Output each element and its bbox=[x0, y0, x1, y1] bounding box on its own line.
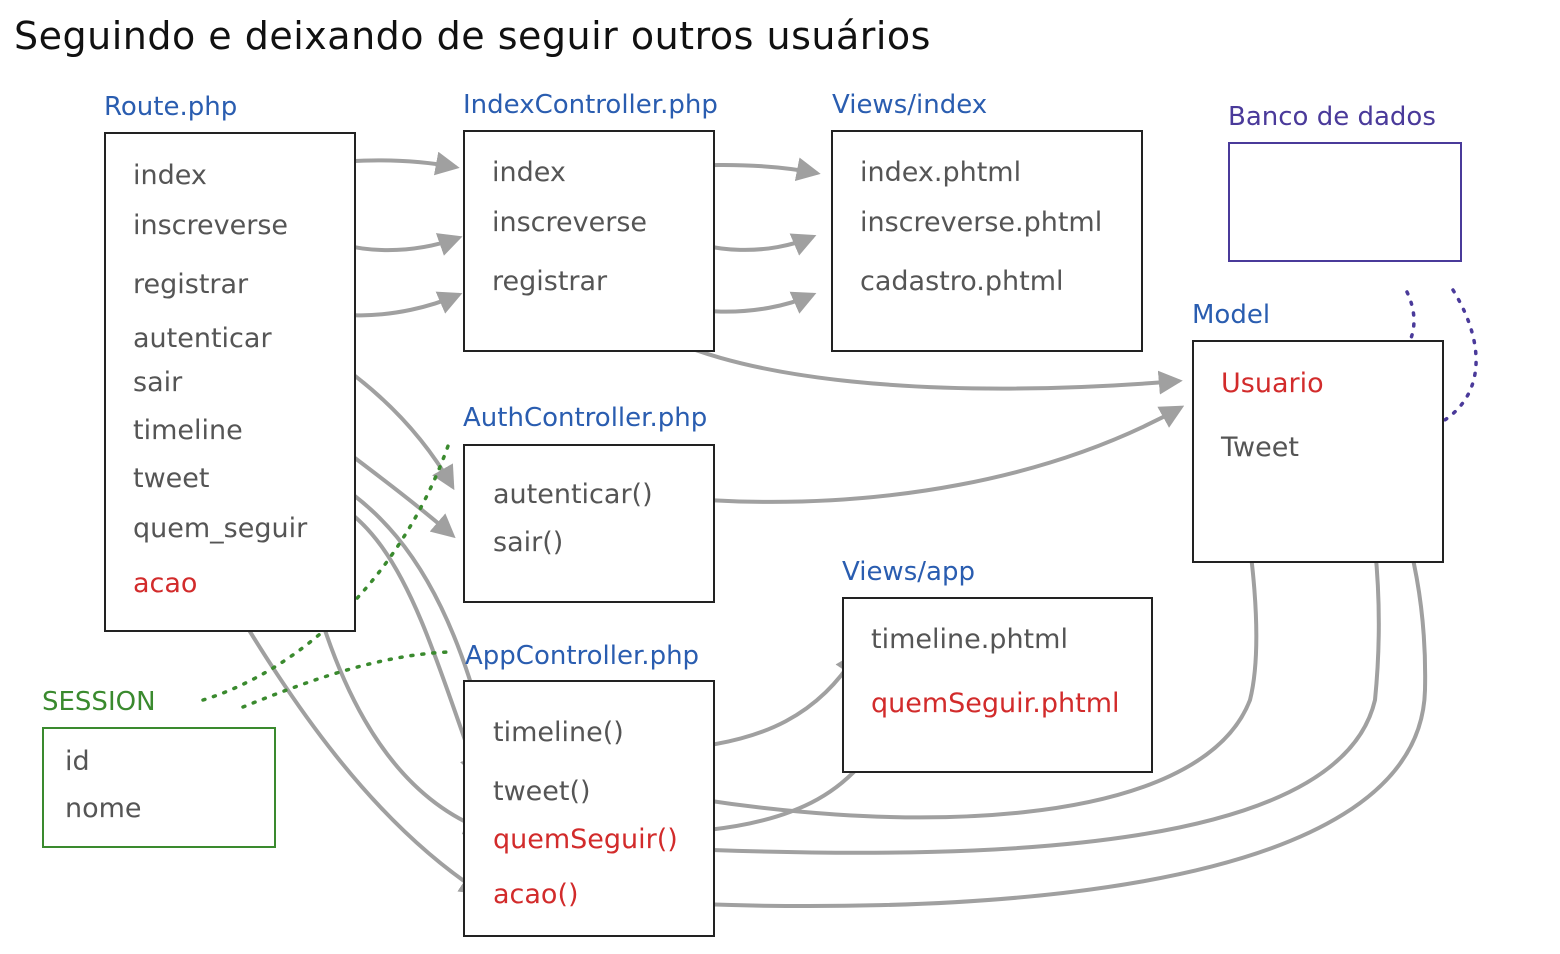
route-item-acao: acao bbox=[133, 568, 198, 599]
model-label: Model bbox=[1192, 300, 1271, 330]
route-item-registrar: registrar bbox=[133, 269, 249, 300]
app-controller-item-tweet: tweet() bbox=[493, 776, 591, 807]
route-item-inscreverse: inscreverse bbox=[133, 210, 289, 241]
views-index-item-index: index.phtml bbox=[860, 157, 1022, 188]
index-controller-box: index inscreverse registrar bbox=[463, 130, 715, 352]
arrow-auth-model bbox=[704, 405, 1185, 504]
app-controller-item-timeline: timeline() bbox=[493, 717, 624, 748]
index-controller-item-inscreverse: inscreverse bbox=[492, 207, 648, 238]
index-controller-label: IndexController.php bbox=[463, 90, 718, 120]
views-index-label: Views/index bbox=[832, 90, 988, 120]
session-box: id nome bbox=[42, 727, 276, 848]
auth-controller-item-sair: sair() bbox=[493, 527, 564, 558]
views-app-box: timeline.phtml quemSeguir.phtml bbox=[842, 597, 1153, 773]
app-controller-label: AppController.php bbox=[465, 641, 700, 671]
diagram-title: Seguindo e deixando de seguir outros usu… bbox=[14, 14, 931, 58]
route-box: index inscreverse registrar autenticar s… bbox=[104, 132, 356, 632]
views-app-label: Views/app bbox=[842, 557, 975, 587]
session-label: SESSION bbox=[42, 687, 156, 717]
views-index-item-inscreverse: inscreverse.phtml bbox=[860, 207, 1103, 238]
route-item-timeline: timeline bbox=[133, 415, 243, 446]
arrow-route-acao bbox=[224, 590, 485, 895]
database-label: Banco de dados bbox=[1228, 102, 1436, 132]
dotted-session-app bbox=[241, 650, 450, 709]
app-controller-box: timeline() tweet() quemSeguir() acao() bbox=[463, 680, 715, 937]
session-item-id: id bbox=[65, 746, 90, 777]
views-index-item-cadastro: cadastro.phtml bbox=[860, 266, 1064, 297]
views-app-item-timeline: timeline.phtml bbox=[871, 624, 1068, 655]
auth-controller-item-autenticar: autenticar() bbox=[493, 479, 653, 510]
app-controller-item-quemseguir: quemSeguir() bbox=[493, 824, 678, 855]
session-item-nome: nome bbox=[65, 793, 142, 824]
route-item-quem-seguir: quem_seguir bbox=[133, 513, 308, 544]
views-app-item-quemseguir: quemSeguir.phtml bbox=[871, 688, 1120, 719]
database-box bbox=[1228, 142, 1462, 262]
arrow-app-tweet-model bbox=[633, 471, 1259, 820]
route-item-index: index bbox=[133, 160, 207, 191]
model-item-tweet: Tweet bbox=[1221, 432, 1299, 463]
index-controller-item-index: index bbox=[492, 157, 566, 188]
index-controller-item-registrar: registrar bbox=[492, 266, 608, 297]
route-label: Route.php bbox=[104, 92, 238, 122]
route-item-sair: sair bbox=[133, 367, 183, 398]
route-item-autenticar: autenticar bbox=[133, 323, 272, 354]
model-box: Usuario Tweet bbox=[1192, 340, 1444, 563]
views-index-box: index.phtml inscreverse.phtml cadastro.p… bbox=[831, 130, 1143, 352]
model-item-usuario: Usuario bbox=[1221, 368, 1324, 399]
route-item-tweet: tweet bbox=[133, 463, 210, 494]
app-controller-item-acao: acao() bbox=[493, 879, 579, 910]
auth-controller-label: AuthController.php bbox=[463, 403, 708, 433]
auth-controller-box: autenticar() sair() bbox=[463, 444, 715, 603]
